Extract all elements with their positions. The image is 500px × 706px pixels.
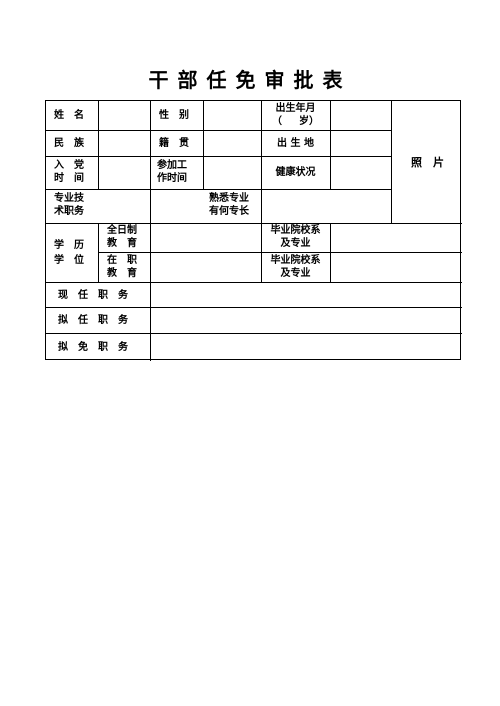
fulltime-education-field[interactable]	[151, 224, 261, 252]
inservice-education-field[interactable]	[151, 253, 261, 282]
current-position-label: 现 任 职 务	[58, 290, 128, 301]
row-divider	[46, 189, 391, 190]
ethnicity-label: 民 族	[54, 138, 84, 149]
photo-label: 照 片	[411, 156, 444, 169]
row-divider	[46, 156, 391, 157]
col-divider	[261, 101, 262, 223]
col-divider	[330, 223, 331, 282]
birth-date-label: 出生年月 （ 岁）	[272, 103, 319, 127]
row-divider	[98, 252, 462, 253]
proposed-removal-field[interactable]	[151, 334, 462, 360]
party-join-date-field[interactable]	[99, 157, 150, 189]
col-divider	[150, 282, 151, 361]
name-field[interactable]	[99, 102, 150, 130]
education-degree-label: 学 历 学 位	[54, 240, 84, 266]
name-label: 姓 名	[54, 110, 84, 121]
row-divider	[46, 282, 462, 283]
row-divider	[46, 333, 462, 334]
ethnicity-field[interactable]	[99, 131, 150, 156]
proposed-position-label: 拟 任 职 务	[58, 315, 128, 326]
proposed-position-field[interactable]	[151, 308, 462, 333]
row-divider	[46, 307, 462, 308]
col-divider	[150, 101, 151, 282]
birthplace-field[interactable]	[331, 131, 391, 156]
row-divider	[46, 223, 462, 224]
approval-form-table: 姓 名 性 别 出生年月 （ 岁） 照 片 民 族 籍 贯 出 生 地 入 党 …	[45, 100, 462, 361]
gender-label: 性 别	[159, 110, 189, 121]
fulltime-education-label: 全日制 教 育	[107, 225, 137, 249]
col-divider	[261, 223, 262, 282]
inservice-school-field[interactable]	[331, 253, 462, 282]
tech-title-field[interactable]	[99, 190, 203, 223]
fulltime-school-field[interactable]	[331, 224, 462, 252]
health-label: 健康状况	[275, 167, 316, 178]
work-start-date-field[interactable]	[204, 157, 261, 189]
col-divider	[330, 101, 331, 189]
fulltime-school-label: 毕业院校系 及专业	[270, 225, 321, 249]
photo-box[interactable]	[392, 102, 462, 223]
specialty-field[interactable]	[262, 190, 391, 223]
current-position-field[interactable]	[151, 283, 462, 307]
health-field[interactable]	[331, 157, 391, 189]
proposed-removal-label: 拟 免 职 务	[58, 342, 128, 353]
birth-date-field[interactable]	[331, 102, 391, 130]
native-place-label: 籍 贯	[159, 138, 189, 149]
inservice-education-label: 在 职 教 育	[107, 255, 137, 279]
gender-field[interactable]	[204, 102, 261, 130]
col-divider	[98, 101, 99, 189]
row-divider	[46, 130, 391, 131]
inservice-school-label: 毕业院校系 及专业	[270, 255, 321, 279]
col-divider	[391, 101, 392, 223]
specialty-label: 熟悉专业 有何专长	[209, 193, 249, 217]
party-join-date-label: 入 党 时 间	[54, 160, 84, 184]
col-divider	[98, 223, 99, 282]
birthplace-label: 出 生 地	[277, 138, 314, 149]
col-divider	[203, 101, 204, 189]
native-place-field[interactable]	[204, 131, 261, 156]
form-title: 干部任免审批表	[148, 68, 352, 92]
work-start-date-label: 参加工 作时间	[157, 160, 187, 184]
tech-title-label: 专业技 术职务	[54, 193, 84, 217]
